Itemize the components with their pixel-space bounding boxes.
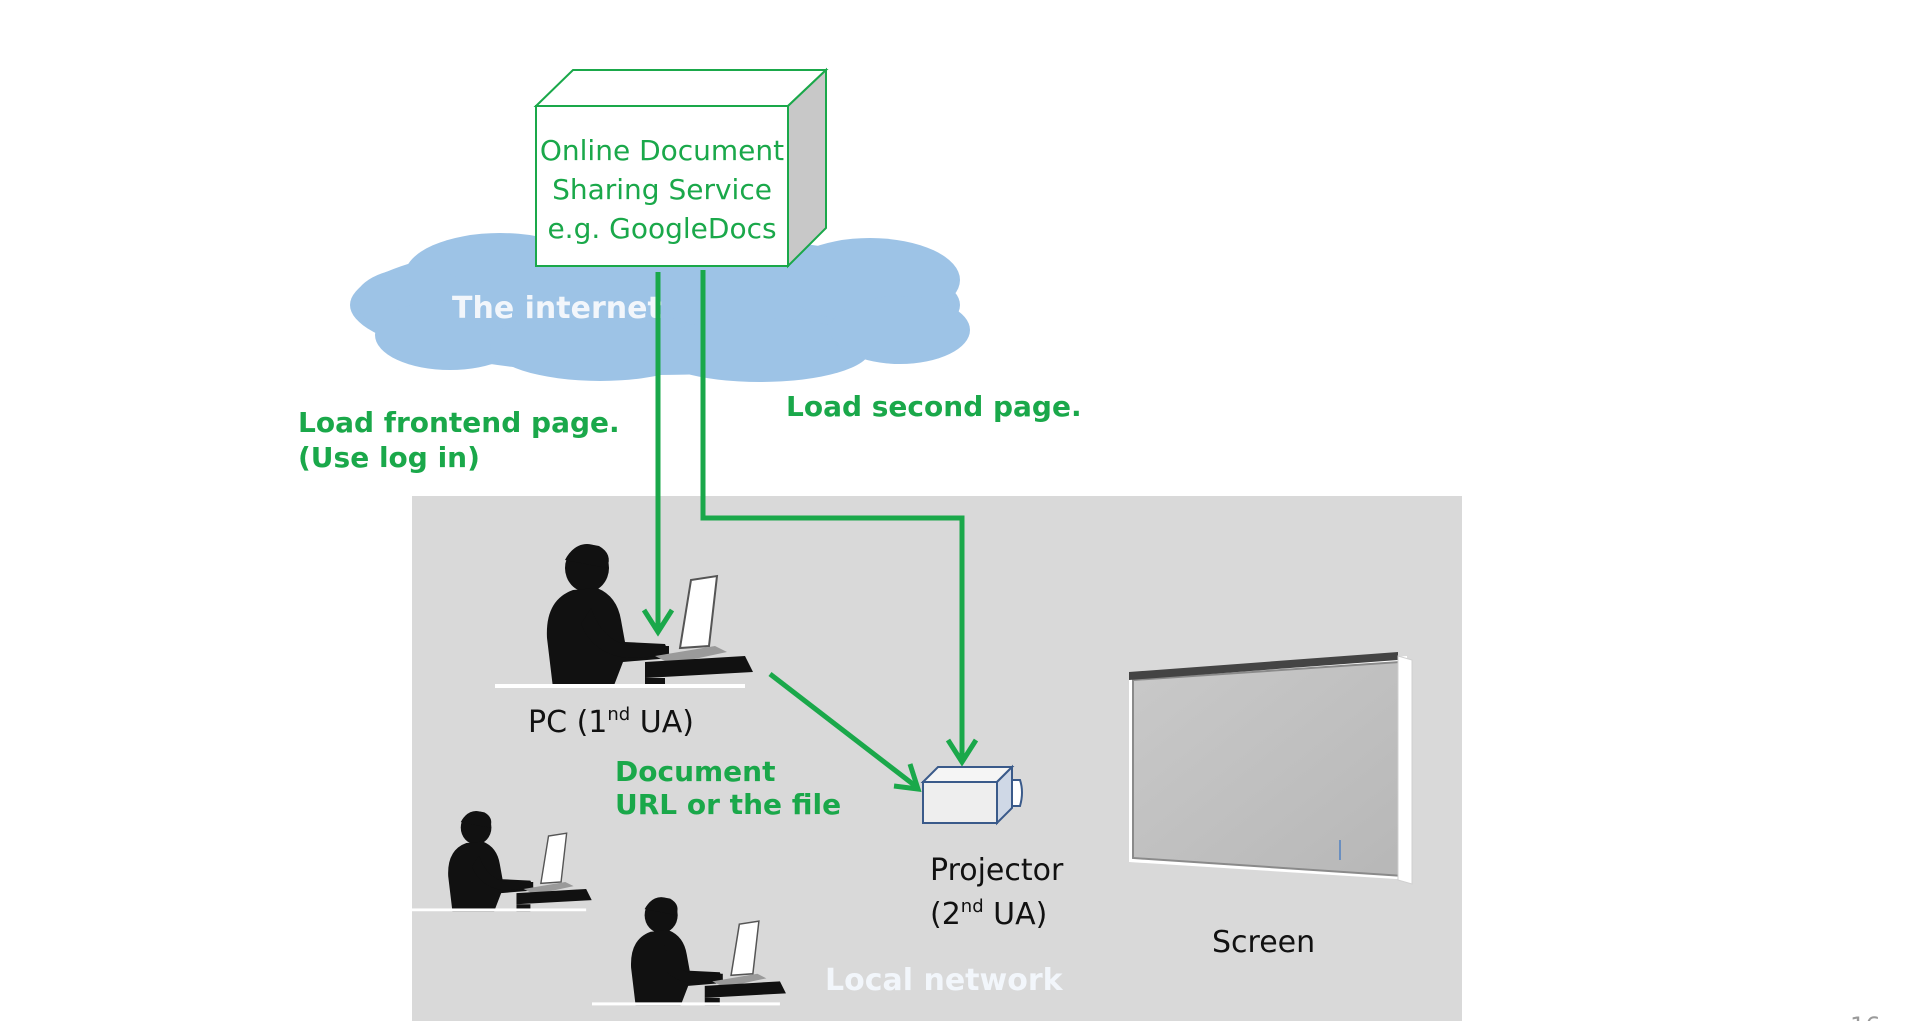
service-box-line2: Sharing Service xyxy=(552,173,772,206)
arrow-document xyxy=(768,672,922,792)
service-box-line1: Online Document xyxy=(540,134,784,167)
screen-label: Screen xyxy=(1212,925,1315,960)
frontend-label-line1: Load frontend page. xyxy=(298,406,620,439)
document-label-line2: URL or the file xyxy=(615,788,841,821)
service-box xyxy=(533,67,829,269)
page-number: 16 xyxy=(1850,1012,1881,1021)
projector-label-line1: Projector xyxy=(930,853,1064,888)
arrow-frontend xyxy=(641,272,675,637)
cloud-label: The internet xyxy=(452,291,662,326)
arrow-second-page xyxy=(700,270,979,767)
local-network-label: Local network xyxy=(825,963,1064,998)
service-box-line3: e.g. GoogleDocs xyxy=(547,212,776,245)
pc-label: PC (1nd UA) xyxy=(528,704,694,740)
second-page-label: Load second page. xyxy=(786,390,1082,423)
frontend-label-line2: (Use log in) xyxy=(298,441,480,474)
projector-label-line2: (2nd UA) xyxy=(930,896,1047,932)
wall-screen-icon xyxy=(1129,652,1413,885)
document-label-line1: Document xyxy=(615,755,776,788)
projector-icon xyxy=(920,764,1023,826)
